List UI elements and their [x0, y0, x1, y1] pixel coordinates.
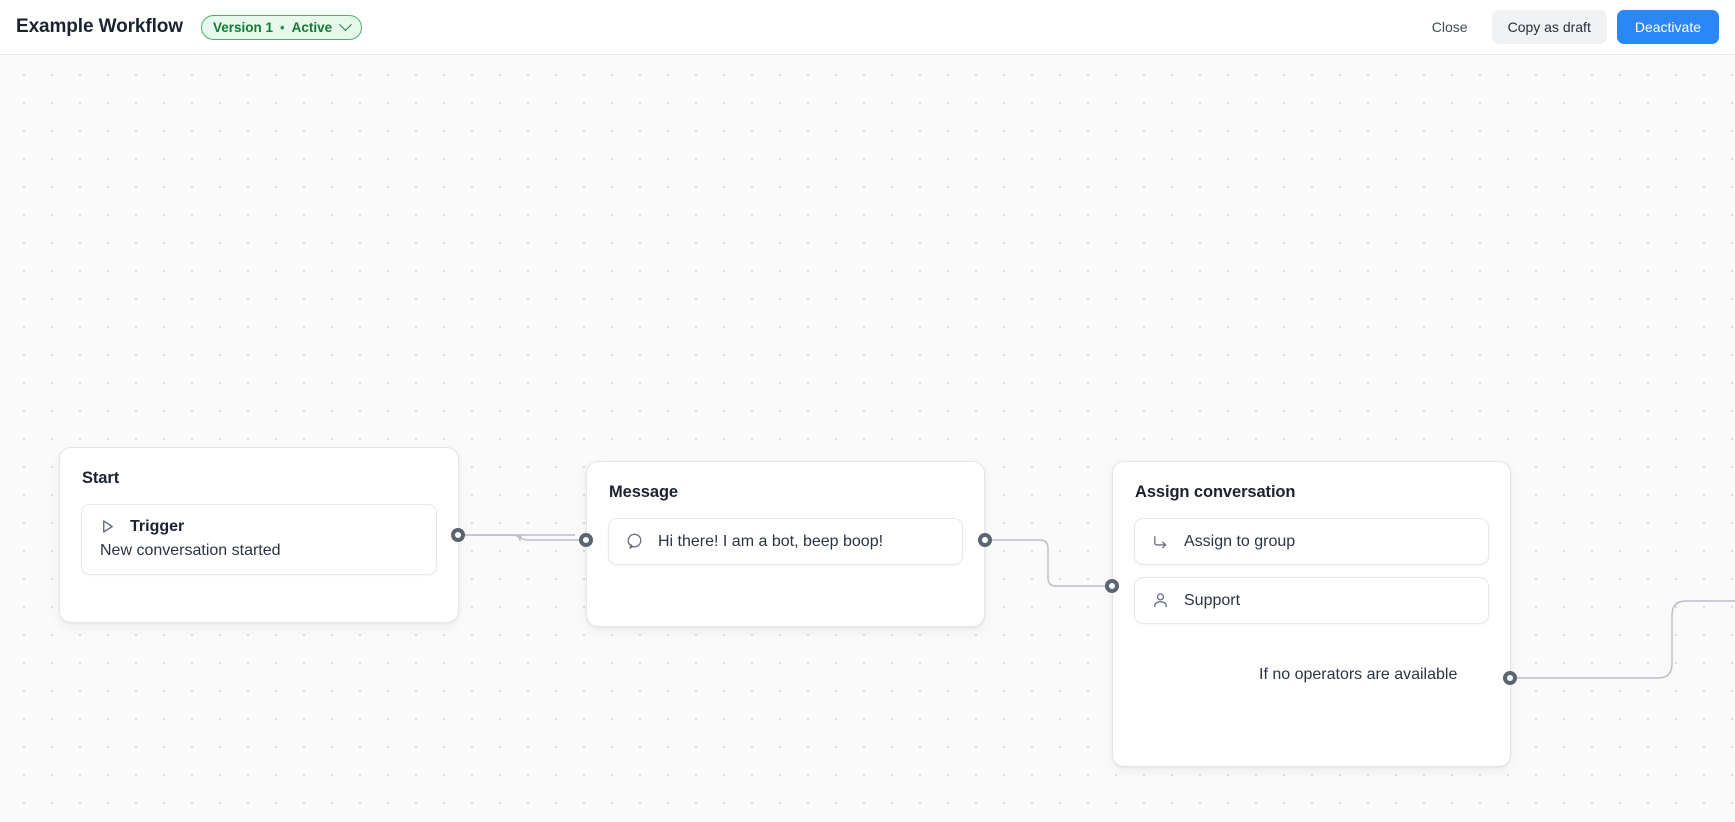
node-message[interactable]: Message Hi there! I am a bot, beep boop! — [586, 461, 985, 627]
row-line: Trigger — [98, 517, 184, 536]
trigger-sublabel: New conversation started — [100, 542, 281, 559]
node-title: Start — [82, 469, 120, 487]
trigger-label: Trigger — [130, 517, 185, 535]
version-status-badge[interactable]: Version 1 • Active — [200, 14, 363, 40]
toolbar-actions: Close Copy as draft Deactivate — [1418, 10, 1719, 44]
node-row-trigger[interactable]: Trigger New conversation started — [81, 504, 437, 575]
no-operators-caption: If no operators are available — [1259, 666, 1458, 683]
port-assign-output[interactable] — [1503, 671, 1517, 685]
message-text: Hi there! I am a bot, beep boop! — [658, 532, 884, 550]
node-body: Trigger New conversation started — [60, 488, 458, 596]
close-button[interactable]: Close — [1418, 11, 1482, 43]
port-assign-input[interactable] — [1105, 579, 1119, 593]
top-toolbar: Example Workflow Version 1 • Active Clos… — [0, 0, 1735, 55]
edge-assign-loop — [1511, 600, 1735, 679]
speech-bubble-icon — [625, 532, 644, 551]
node-start[interactable]: Start Trigger New conversation started — [59, 447, 459, 623]
node-body: Assign to group Support — [1113, 502, 1510, 645]
workflow-canvas[interactable]: Start Trigger New conversation started M… — [0, 55, 1735, 822]
node-title: Assign conversation — [1135, 483, 1296, 501]
edge-start-to-message — [459, 533, 579, 542]
node-assign-conversation[interactable]: Assign conversation Assign to group — [1112, 461, 1511, 767]
badge-separator: • — [280, 19, 285, 35]
page-title: Example Workflow — [16, 16, 183, 37]
chevron-down-icon — [339, 17, 352, 31]
play-triangle-icon — [98, 517, 117, 536]
arrow-turn-right-icon — [1151, 532, 1170, 551]
support-label: Support — [1184, 591, 1241, 609]
node-body: Hi there! I am a bot, beep boop! — [587, 502, 984, 586]
port-message-output[interactable] — [978, 533, 992, 547]
port-start-output[interactable] — [451, 528, 465, 542]
node-row-support[interactable]: Support — [1134, 577, 1489, 624]
node-row-assign-to-group[interactable]: Assign to group — [1134, 518, 1489, 565]
status-label: Active — [291, 19, 333, 35]
user-icon — [1151, 591, 1170, 610]
version-label: Version 1 — [212, 19, 274, 35]
node-row-message-text[interactable]: Hi there! I am a bot, beep boop! — [608, 518, 963, 565]
deactivate-button[interactable]: Deactivate — [1616, 10, 1719, 44]
port-message-input[interactable] — [579, 533, 593, 547]
assign-to-group-label: Assign to group — [1184, 532, 1296, 550]
node-title: Message — [609, 483, 679, 501]
copy-as-draft-button[interactable]: Copy as draft — [1491, 10, 1607, 44]
edge-message-to-assign — [986, 539, 1105, 587]
title-group: Example Workflow Version 1 • Active — [16, 14, 363, 40]
